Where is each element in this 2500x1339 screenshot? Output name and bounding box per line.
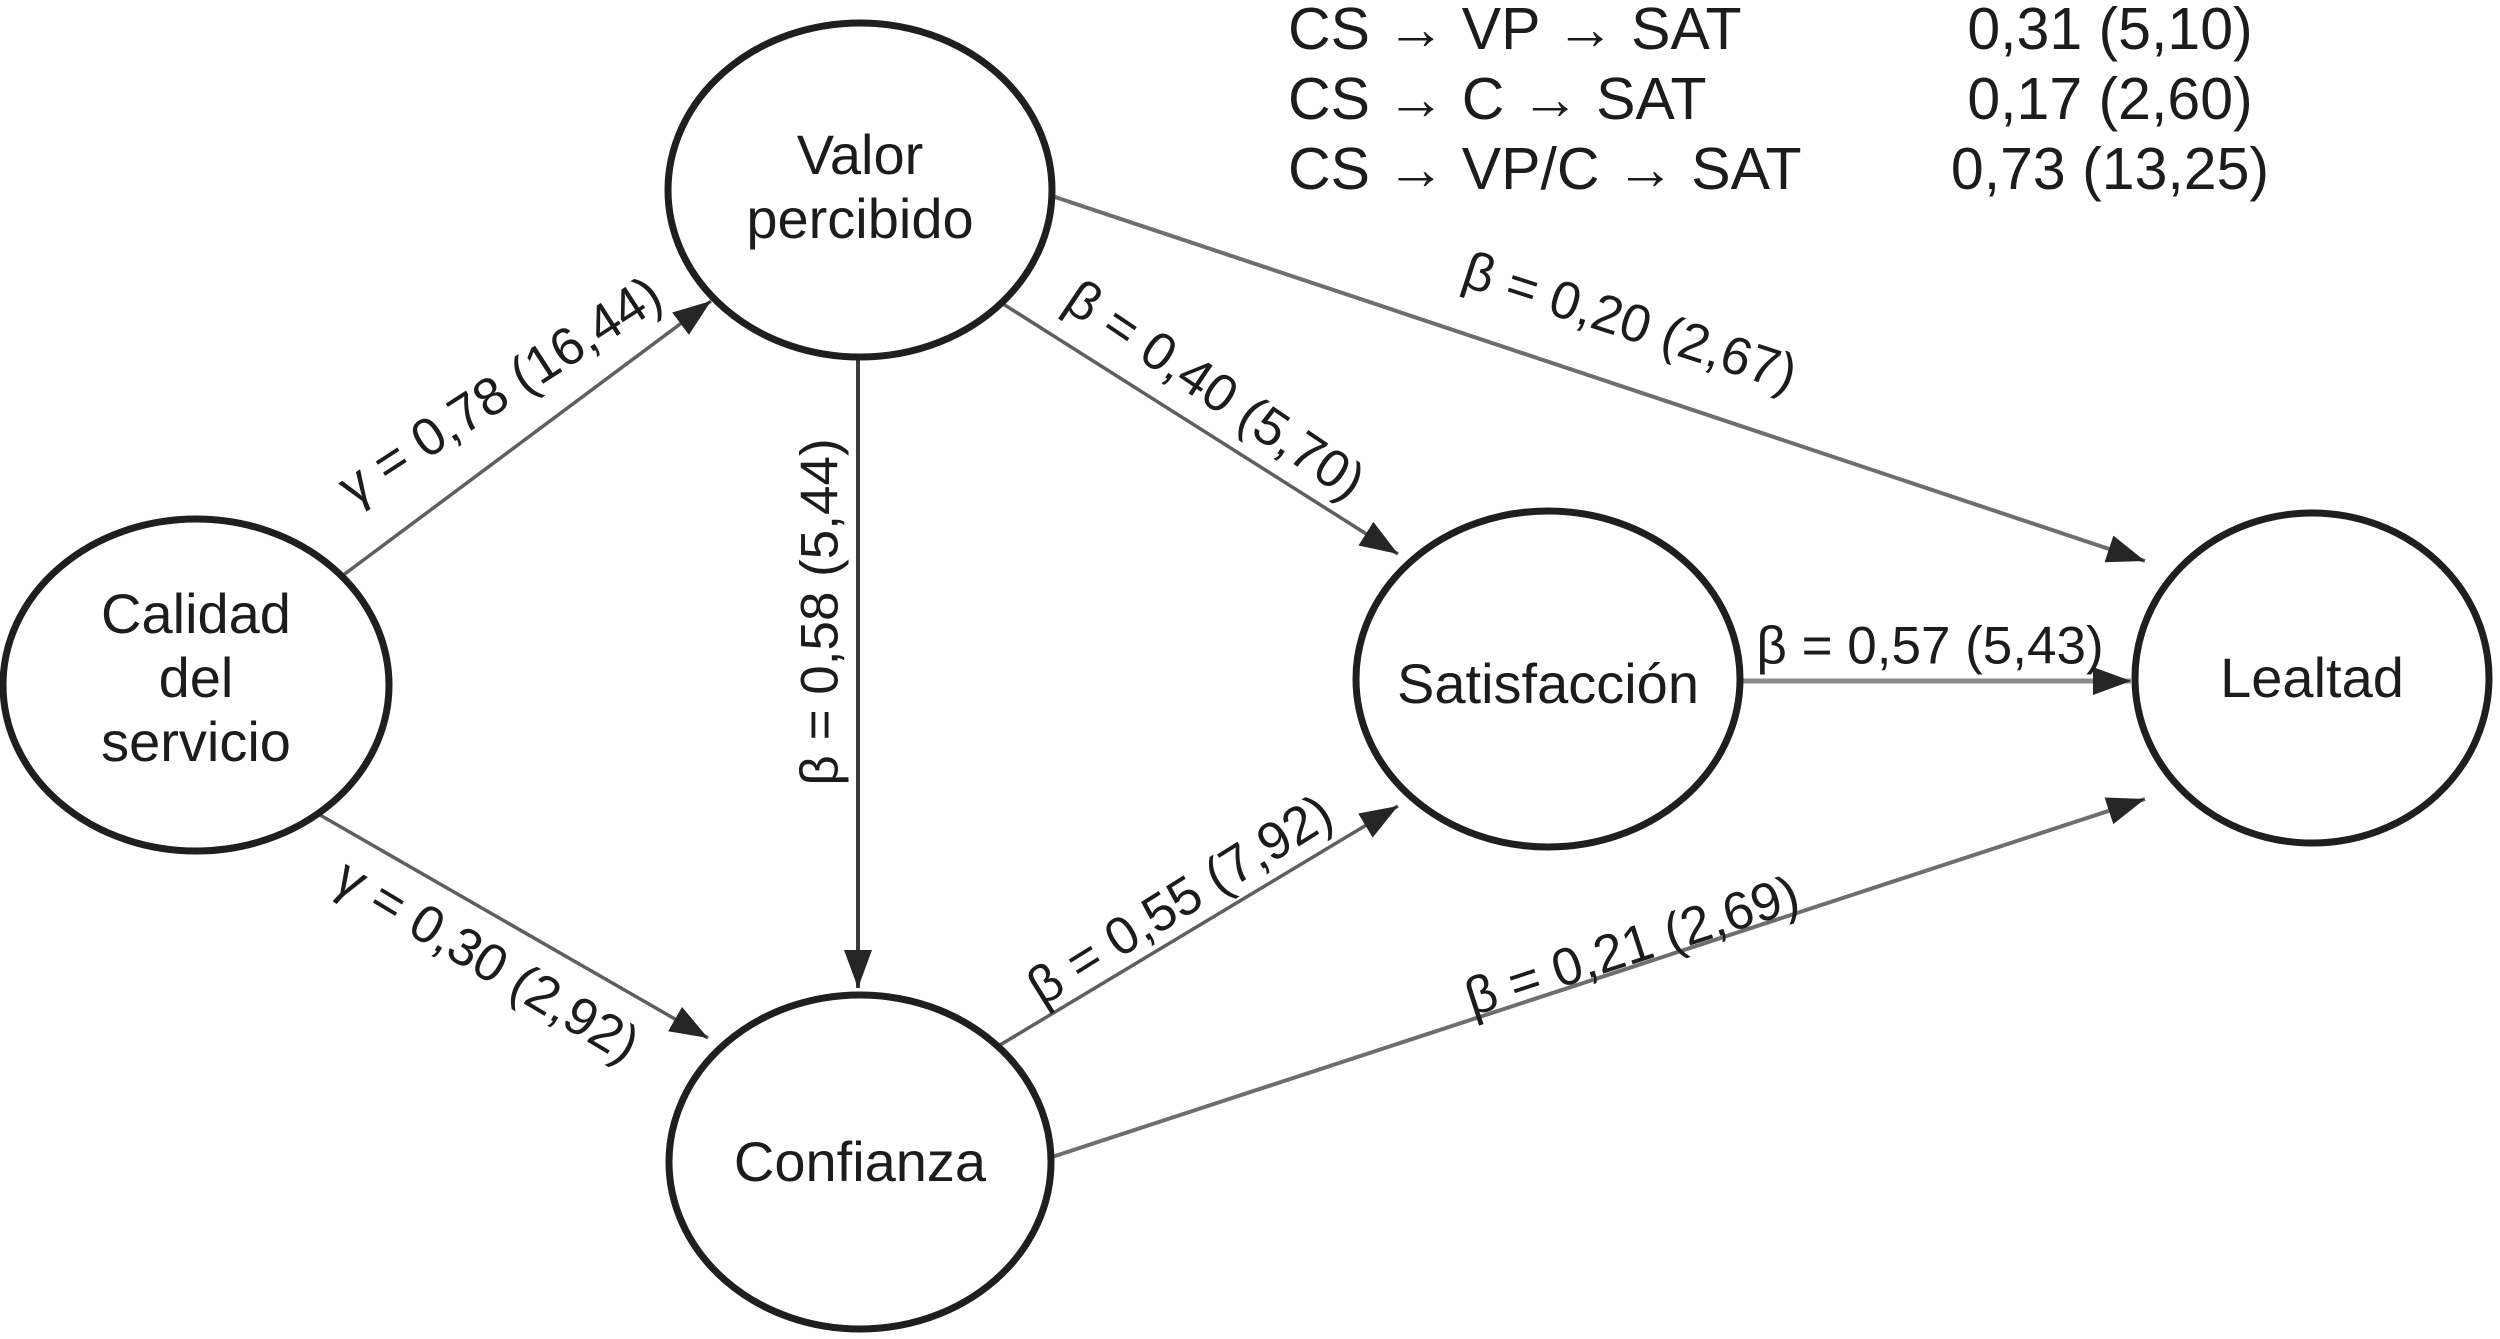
node-calidad-del-servicio-label: Calidad del servicio — [101, 582, 291, 773]
legend-row: CS → VP → SAT 0,31 (5,10) — [1288, 0, 2295, 64]
legend-row: CS → C → SAT 0,17 (2,60) — [1288, 64, 2295, 134]
legend-value: 0,31 (5,10) — [1967, 0, 2253, 62]
node-valor-percibido-label: Valor percibido — [746, 123, 974, 250]
edge-confianza-to-lealtad-line — [1051, 797, 2146, 1159]
node-valor-percibido-shape — [664, 19, 1056, 361]
legend-path: CS → C → SAT — [1288, 66, 1707, 132]
node-confianza-label: Confianza — [733, 1130, 987, 1193]
edge-valor-to-lealtad-line — [1051, 194, 2146, 563]
node-lealtad-label: Lealtad — [2220, 646, 2404, 709]
node-calidad-del-servicio-shape — [0, 515, 393, 855]
legend-value: 0,17 (2,60) — [1967, 66, 2253, 132]
legend-row: CS → VP/C → SAT 0,73 (13,25) — [1288, 134, 2295, 204]
edge-confianza-to-satisfaccion-line — [999, 804, 1399, 1047]
indirect-effects-legend: CS → VP → SAT 0,31 (5,10) CS → C → SAT 0… — [1288, 0, 2295, 204]
node-lealtad-shape — [2131, 509, 2493, 847]
legend-value: 0,73 (13,25) — [1950, 136, 2270, 202]
legend-path: CS → VP/C → SAT — [1288, 136, 1802, 202]
legend-path: CS → VP → SAT — [1288, 0, 1742, 62]
edge-valor-to-confianza-label: β = 0,58 (5,44) — [790, 438, 850, 786]
node-satisfaccion-label: Satisfacción — [1397, 652, 1699, 715]
node-confianza-shape — [665, 991, 1055, 1333]
edge-calidad-to-valor-line — [340, 299, 713, 578]
edge-calidad-to-confianza-line — [319, 813, 709, 1040]
edge-satisfaccion-to-lealtad-label: β = 0,57 (5,43) — [1756, 616, 2104, 676]
edge-valor-to-satisfaccion-line — [999, 300, 1399, 556]
node-satisfaccion-shape — [1352, 507, 1744, 851]
